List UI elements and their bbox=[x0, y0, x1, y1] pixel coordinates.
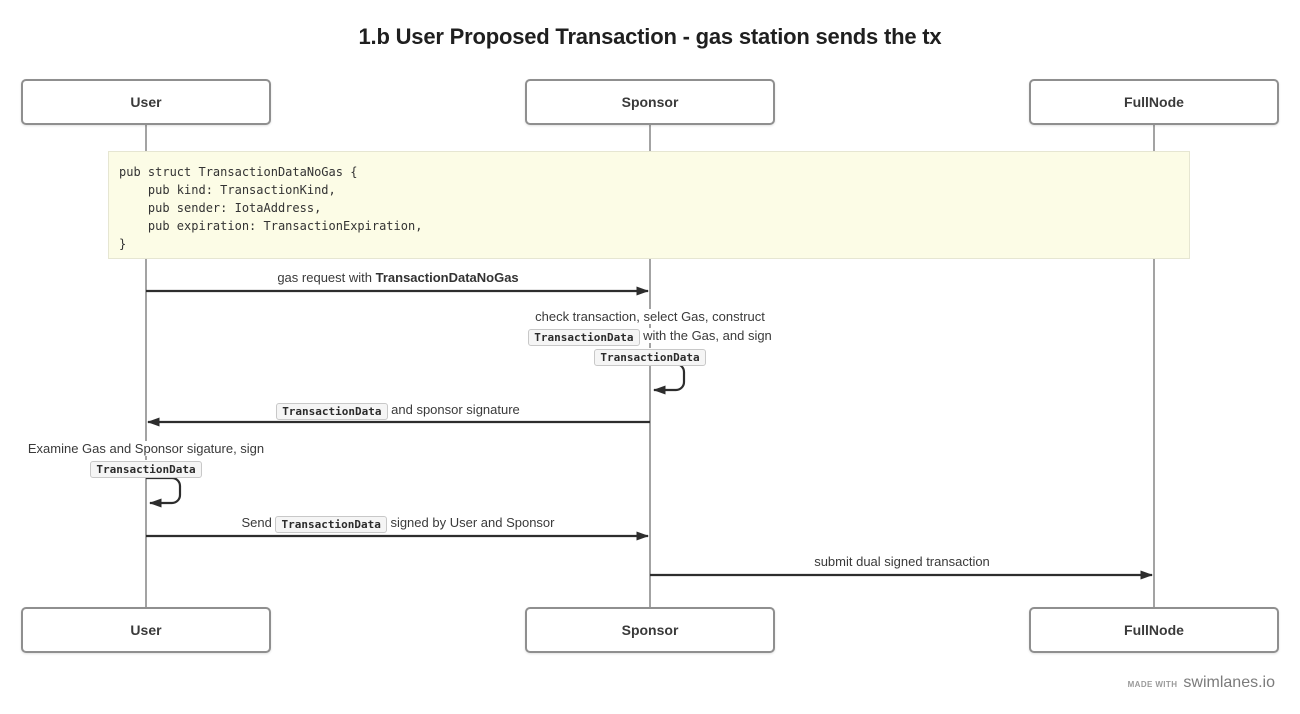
diagram-title: 1.b User Proposed Transaction - gas stat… bbox=[358, 24, 942, 49]
actor-sponsor-label: Sponsor bbox=[621, 94, 679, 110]
actor-sponsor-top: Sponsor bbox=[525, 79, 775, 125]
note-sponsor-sign: check transaction, select Gas, construct… bbox=[450, 307, 850, 366]
footer-watermark: made with swimlanes.io bbox=[1128, 674, 1275, 692]
code-line: pub sender: IotaAddress, bbox=[119, 201, 322, 215]
swimlanes-brand: swimlanes.io bbox=[1183, 674, 1275, 691]
actor-fullnode-label: FullNode bbox=[1124, 94, 1184, 110]
note-line: TransactionData bbox=[16, 458, 276, 478]
send-signed-suffix: signed by User and Sponsor bbox=[386, 515, 555, 530]
code-line: } bbox=[119, 237, 127, 251]
code-chip: TransactionData bbox=[276, 403, 388, 420]
sponsor-note-line2: with the Gas, and sign bbox=[639, 328, 772, 343]
user-note-line1: Examine Gas and Sponsor sigature, sign bbox=[24, 441, 268, 456]
actor-user-label: User bbox=[130, 622, 162, 638]
actor-sponsor-bottom: Sponsor bbox=[525, 607, 775, 653]
note-line: Examine Gas and Sponsor sigature, sign bbox=[16, 439, 276, 458]
made-with-label: made with bbox=[1127, 680, 1178, 689]
note-line: TransactionData with the Gas, and sign bbox=[450, 326, 850, 346]
sponsor-note-line1: check transaction, select Gas, construct bbox=[532, 309, 768, 324]
code-chip: TransactionData bbox=[90, 461, 202, 478]
self-loop-sponsor-sign bbox=[650, 362, 686, 395]
message-label-submit: submit dual signed transaction bbox=[650, 553, 1154, 571]
gas-request-text: gas request with bbox=[277, 270, 376, 285]
gas-request-bold-text: TransactionDataNoGas bbox=[375, 270, 519, 285]
code-line: pub struct TransactionDataNoGas { bbox=[119, 165, 358, 179]
message-label-gas-request: gas request with TransactionDataNoGas bbox=[146, 269, 650, 287]
return-signature-text: and sponsor signature bbox=[387, 402, 520, 417]
actor-user-bottom: User bbox=[21, 607, 271, 653]
code-note-block: pub struct TransactionDataNoGas { pub ki… bbox=[108, 151, 1190, 259]
submit-text: submit dual signed transaction bbox=[814, 554, 990, 569]
code-chip: TransactionData bbox=[528, 329, 640, 346]
actor-user-top: User bbox=[21, 79, 271, 125]
actor-sponsor-label: Sponsor bbox=[621, 622, 679, 638]
actor-fullnode-label: FullNode bbox=[1124, 622, 1184, 638]
self-loop-user-sign bbox=[146, 476, 182, 508]
actor-fullnode-top: FullNode bbox=[1029, 79, 1279, 125]
note-user-sign: Examine Gas and Sponsor sigature, sign T… bbox=[16, 439, 276, 478]
code-chip: TransactionData bbox=[275, 516, 387, 533]
note-line: check transaction, select Gas, construct bbox=[450, 307, 850, 326]
actor-fullnode-bottom: FullNode bbox=[1029, 607, 1279, 653]
send-signed-prefix: Send bbox=[241, 515, 276, 530]
message-label-return-signature: TransactionData and sponsor signature bbox=[146, 401, 650, 420]
note-line: TransactionData bbox=[450, 346, 850, 366]
code-line: pub kind: TransactionKind, bbox=[119, 183, 336, 197]
message-label-send-signed: Send TransactionData signed by User and … bbox=[146, 514, 650, 533]
actor-user-label: User bbox=[130, 94, 162, 110]
code-chip: TransactionData bbox=[594, 349, 706, 366]
code-line: pub expiration: TransactionExpiration, bbox=[119, 219, 423, 233]
